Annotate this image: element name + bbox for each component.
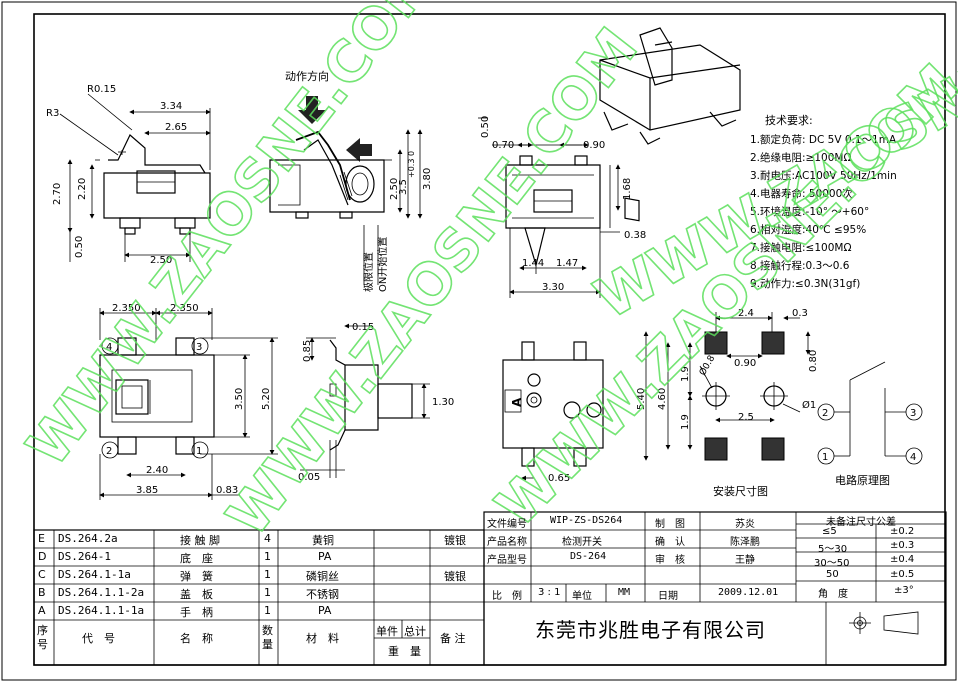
- bom-row-name: 底 座: [180, 550, 213, 566]
- bom-header-weight: 重 量: [388, 643, 421, 659]
- tol-value: ±3°: [894, 585, 914, 596]
- date-label: 日期: [658, 587, 678, 602]
- draw-label: 制 图: [655, 515, 685, 530]
- file-no-value: WIP-ZS-DS264: [550, 515, 622, 526]
- bom-header-code: 代 号: [82, 630, 115, 646]
- bom-row-name: 手 柄: [180, 604, 213, 620]
- bom-row-idx: D: [38, 550, 46, 563]
- scale-label: 比 例: [492, 587, 522, 602]
- tol-range: 角 度: [818, 585, 848, 600]
- company-name: 东莞市兆胜电子有限公司: [535, 614, 766, 643]
- tol-range: 5～30: [818, 540, 847, 555]
- scale-value: 3 : 1: [538, 587, 560, 598]
- bom-row-idx: B: [38, 586, 46, 599]
- bom-row-name: 盖 板: [180, 586, 213, 602]
- bom-header-name: 名 称: [180, 630, 213, 646]
- bom-header-total: 总计: [404, 623, 426, 639]
- bom-row-code: DS.264.1-1a: [58, 568, 131, 581]
- audit-label: 审 核: [655, 551, 685, 566]
- bom-row-code: DS.264.1.1-2a: [58, 586, 144, 599]
- bom-header-idx: 序号: [37, 624, 51, 652]
- tol-range: 30～50: [814, 554, 849, 569]
- product-name-label: 产品名称: [487, 533, 527, 548]
- bom-row-code: DS.264.2a: [58, 532, 118, 545]
- bom-header-note: 备 注: [440, 630, 466, 646]
- bom-header-qty: 数量: [262, 624, 276, 652]
- bom-header-material: 材 料: [306, 630, 339, 646]
- bom-row-material: PA: [318, 550, 331, 563]
- bom-row-qty: 1: [264, 586, 271, 599]
- bom-row-name: 接 触 脚: [180, 532, 220, 548]
- product-name-value: 检测开关: [562, 533, 602, 548]
- confirm-name: 陈泽鹏: [730, 533, 760, 548]
- bom-row-name: 弹 簧: [180, 568, 213, 584]
- date-value: 2009.12.01: [718, 587, 778, 598]
- bom-row-note: 镀银: [444, 568, 466, 584]
- bom-row-qty: 1: [264, 604, 271, 617]
- tol-value: ±0.3: [890, 540, 914, 551]
- file-no-label: 文件编号: [487, 515, 527, 530]
- tol-value: ±0.2: [890, 526, 914, 537]
- bom-row-material: PA: [318, 604, 331, 617]
- bom-row-qty: 1: [264, 550, 271, 563]
- audit-name: 王静: [735, 551, 755, 566]
- tol-range: ≤5: [822, 526, 837, 537]
- model-label: 产品型号: [487, 551, 527, 566]
- tol-value: ±0.5: [890, 569, 914, 580]
- tol-range: 50: [826, 569, 839, 580]
- bom-row-material: 磷铜丝: [306, 568, 339, 584]
- bom-row-qty: 4: [264, 532, 271, 545]
- bom-header-unit: 单件: [376, 623, 398, 639]
- bom-row-material: 不锈钢: [306, 586, 339, 602]
- unit-label: 单位: [572, 587, 592, 602]
- model-value: DS-264: [570, 551, 606, 562]
- bom-row-idx: C: [38, 568, 46, 581]
- tol-value: ±0.4: [890, 554, 914, 565]
- bom-row-material: 黄铜: [312, 532, 334, 548]
- bom-row-code: DS.264.1.1-1a: [58, 604, 144, 617]
- bom-row-note: 镀银: [444, 532, 466, 548]
- bom-row-code: DS.264-1: [58, 550, 111, 563]
- draw-name: 苏炎: [735, 515, 755, 530]
- bom-row-qty: 1: [264, 568, 271, 581]
- bom-row-idx: A: [38, 604, 46, 617]
- bom-row-idx: E: [38, 532, 45, 545]
- unit-value: MM: [618, 587, 630, 598]
- confirm-label: 确 认: [655, 533, 685, 548]
